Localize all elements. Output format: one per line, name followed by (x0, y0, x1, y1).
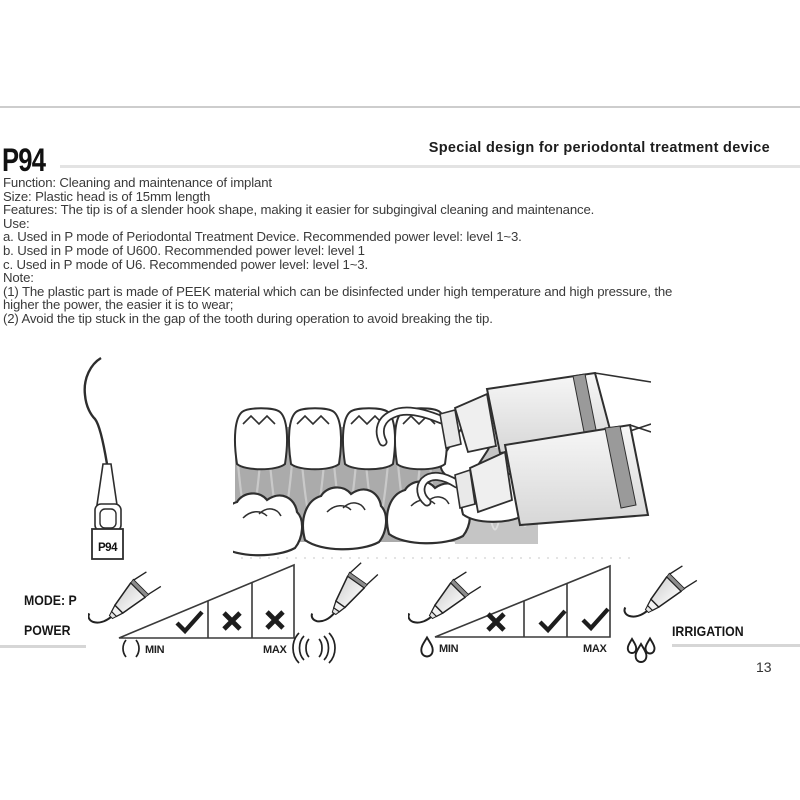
irrigation-max-label: MAX (583, 643, 608, 655)
product-description: Function: Cleaning and maintenance of im… (3, 176, 672, 326)
title-divider (60, 165, 800, 168)
lower-handpiece-band (604, 425, 637, 509)
weak-vibration-icon (122, 639, 140, 658)
power-triangle-dividers (207, 583, 253, 638)
power-min-label: MIN (145, 644, 165, 656)
lower-tip-wire (418, 473, 460, 505)
description-line: Function: Cleaning and maintenance of im… (3, 175, 272, 190)
water-drops-icon (628, 639, 655, 663)
upper-handpiece-nose (453, 392, 498, 454)
irrigation-section-mark (486, 612, 506, 632)
upper-tip-wire (377, 408, 445, 445)
water-drop-icon (421, 638, 432, 657)
handpiece-icon-low-power (88, 571, 162, 624)
teeth-illustration (233, 372, 651, 559)
power-diagram: MIN MAX (88, 562, 379, 664)
tip-shank (96, 463, 118, 506)
power-section-mark (222, 611, 242, 631)
power-label: POWER (24, 622, 71, 638)
irrigation-min-label: MIN (439, 643, 459, 655)
description-line: Use: (3, 215, 30, 231)
irrigation-diagram: MIN MAX (408, 564, 698, 668)
power-section-mark (265, 610, 285, 630)
irrigation-triangle (434, 564, 611, 638)
irrigation-label: IRRIGATION (672, 623, 744, 639)
lower-handpiece (416, 423, 651, 527)
description-line: Size: Plastic head is of 15mm length (3, 188, 211, 204)
tip-illustration: P94 (83, 356, 124, 560)
power-section-mark (175, 610, 204, 635)
upper-teeth-occlusal-lines (242, 414, 436, 426)
irrigation-section-mark (581, 607, 610, 632)
irrigation-underline (672, 644, 800, 647)
strong-vibration-icon (292, 632, 336, 664)
top-divider (0, 106, 800, 108)
description-line: a. Used in P mode of Periodontal Treatme… (3, 229, 522, 245)
irrigation-section-mark (538, 609, 567, 634)
handpiece-icon-low-irrigation (408, 571, 482, 624)
power-underline (0, 645, 86, 648)
description-line: (2) Avoid the tip stuck in the gap of th… (3, 310, 493, 326)
tip-nut-inner (99, 508, 117, 529)
description-line: Note: (3, 270, 34, 286)
irrigation-triangle-dividers (523, 583, 568, 637)
description-line: b. Used in P mode of U600. Recommended p… (3, 242, 365, 258)
description-line: Features: The tip is of a slender hook s… (3, 202, 595, 218)
lower-molars (233, 471, 529, 557)
description-line: c. Used in P mode of U6. Recommended pow… (3, 256, 368, 272)
mode-label: MODE: P (24, 592, 77, 608)
description-line: higher the power, the easier it is to we… (3, 297, 234, 313)
tip-body-label: P94 (98, 542, 118, 554)
upper-handpiece-connector (439, 409, 462, 449)
handpiece-icon-high-irrigation (623, 565, 698, 618)
lower-handpiece-nose (468, 450, 513, 514)
page-header-title: Special design for periodontal treatment… (428, 140, 770, 156)
product-code-title: P94 (2, 142, 46, 178)
tip-hook-wire (83, 356, 109, 465)
lower-handpiece-connector (454, 468, 476, 510)
tip-body (91, 528, 124, 560)
lower-handpiece-continuation (629, 424, 651, 433)
handpiece-icon-high-power (310, 562, 379, 623)
power-max-label: MAX (263, 644, 288, 656)
description-line: (1) The plastic part is made of PEEK mat… (3, 283, 673, 299)
power-triangle (118, 563, 295, 639)
page-number: 13 (756, 659, 772, 675)
